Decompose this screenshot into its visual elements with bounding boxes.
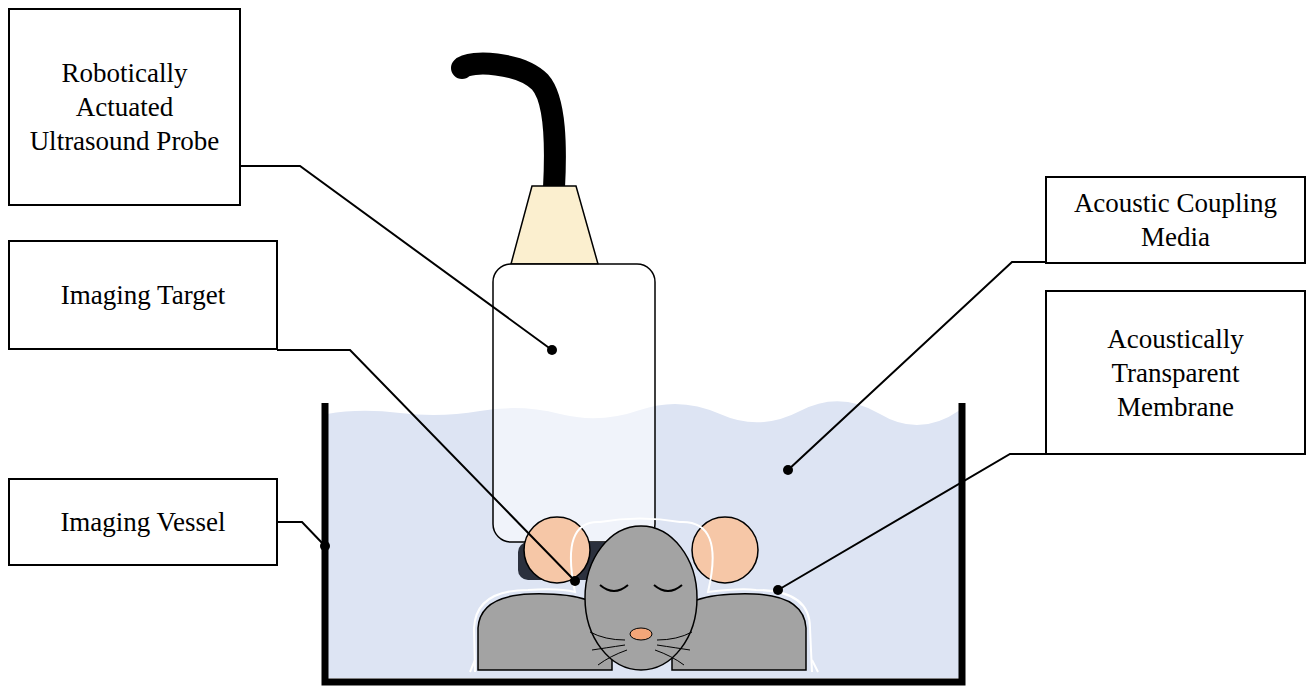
label-box: Robotically Actuated Ultrasound Probe: [8, 8, 241, 206]
box-label: Imaging Vessel: [52, 501, 233, 543]
label-box: Acoustically Transparent Membrane: [1045, 290, 1306, 455]
membrane: [474, 519, 812, 673]
probe-neck: [511, 186, 598, 264]
mouse-nose: [630, 628, 652, 640]
probe-body: [493, 264, 655, 542]
mouse-eyes: [600, 585, 682, 591]
mouse-whiskers: [590, 632, 692, 665]
leader-lines: [232, 166, 1045, 590]
mouse-head: [585, 526, 697, 670]
box-label: Robotically Actuated Ultrasound Probe: [10, 52, 239, 162]
leader-dots: [320, 345, 793, 595]
box-label: Imaging Target: [53, 274, 233, 316]
label-box: Imaging Target: [8, 240, 278, 350]
box-label: Acoustic Coupling Media: [1047, 182, 1304, 258]
label-box: Imaging Vessel: [8, 478, 278, 566]
probe-cable: [462, 64, 555, 188]
box-label: Acoustically Transparent Membrane: [1047, 318, 1304, 428]
label-box: Acoustic Coupling Media: [1045, 176, 1306, 264]
imaging-vessel: [325, 403, 962, 682]
membrane: [470, 660, 818, 672]
